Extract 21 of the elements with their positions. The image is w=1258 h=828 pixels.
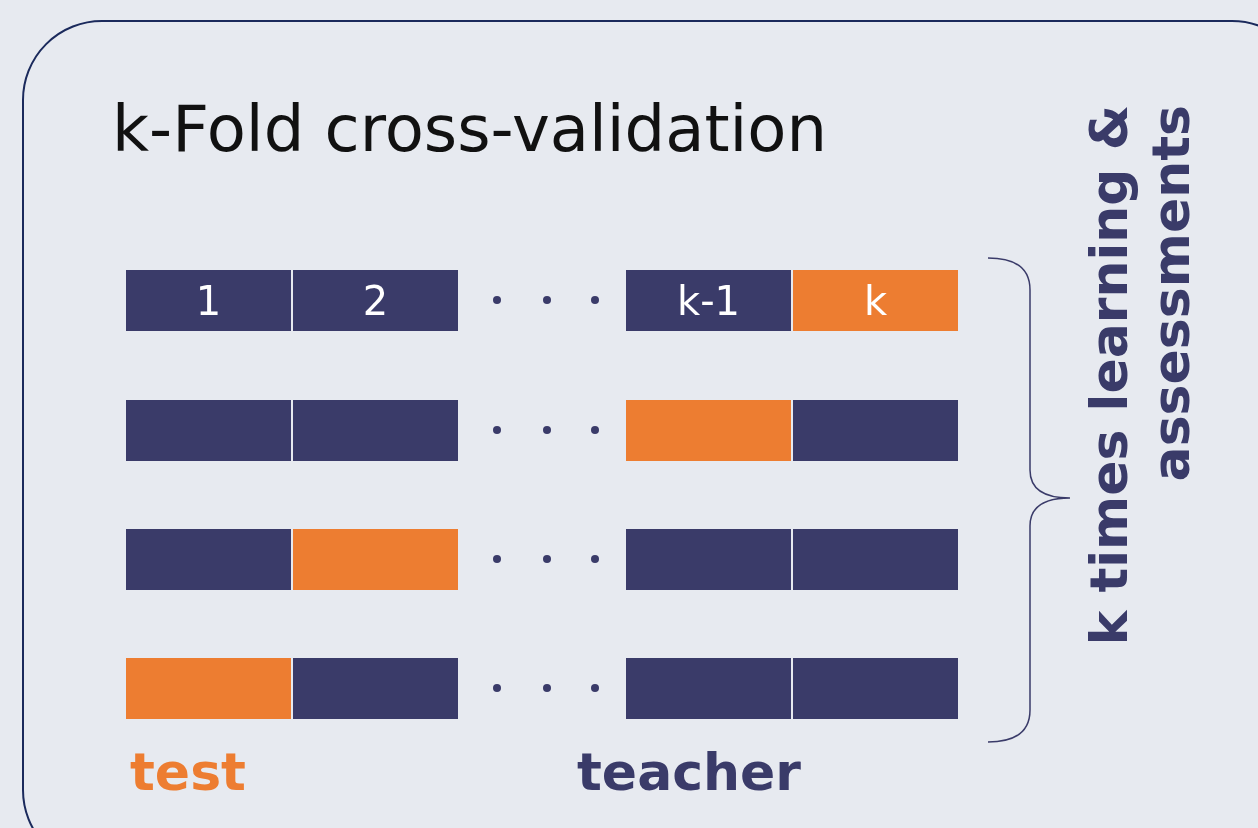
training-fold-segment — [793, 529, 958, 590]
test-fold-segment — [293, 529, 458, 590]
training-fold-segment — [293, 658, 458, 719]
training-fold-segment — [626, 529, 791, 590]
training-fold-segment — [126, 400, 291, 461]
training-fold-segment — [293, 400, 458, 461]
training-fold-segment: 1 — [126, 270, 291, 331]
training-fold-segment: 2 — [293, 270, 458, 331]
rounded-panel — [22, 20, 1258, 828]
training-fold-segment — [626, 658, 791, 719]
rotated-caption: k times learning & assessments — [1078, 105, 1202, 648]
legend-text: test — [130, 742, 246, 802]
test-fold-segment: k — [793, 270, 958, 331]
title: k-Fold cross-validation — [112, 92, 827, 166]
training-fold-segment — [793, 400, 958, 461]
training-fold-segment: k-1 — [626, 270, 791, 331]
legend-text: teacher — [577, 742, 801, 802]
test-fold-segment — [626, 400, 791, 461]
test-fold-segment — [126, 658, 291, 719]
training-fold-segment — [793, 658, 958, 719]
training-fold-segment — [126, 529, 291, 590]
